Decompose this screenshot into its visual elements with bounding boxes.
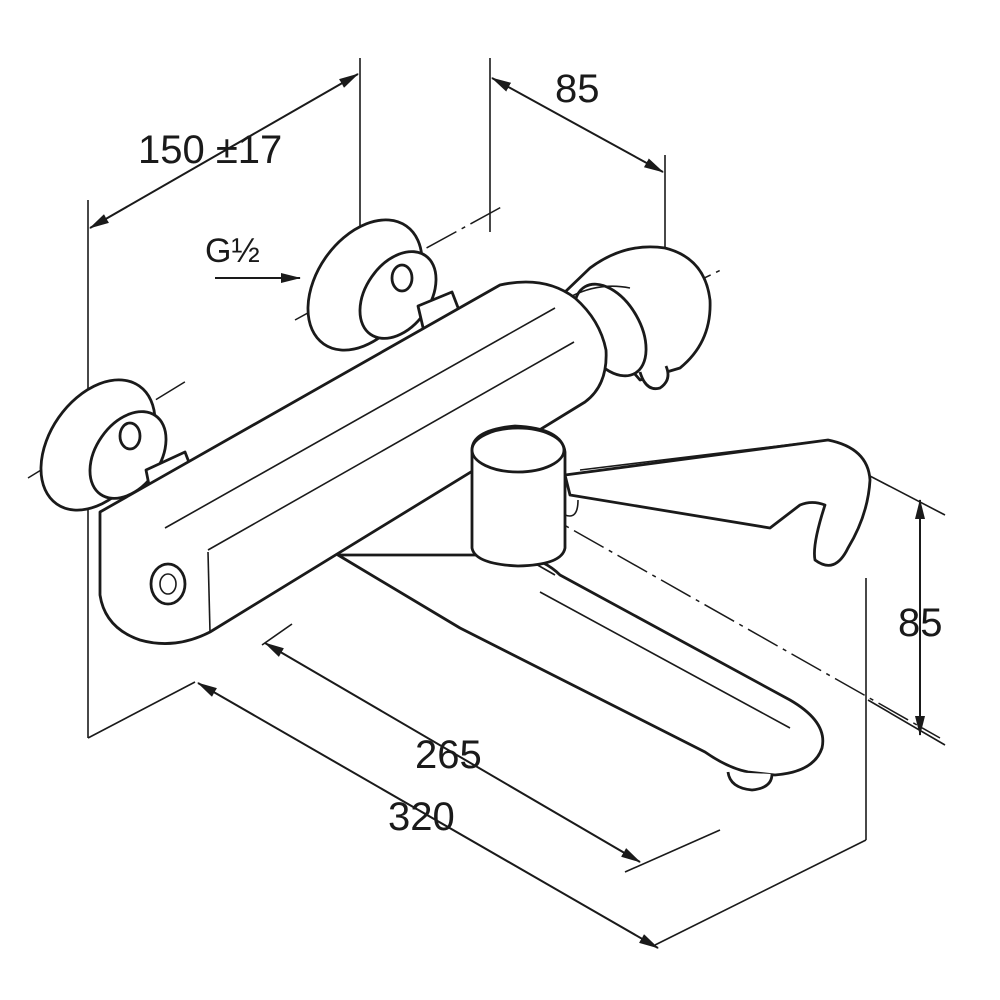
mixer-body	[98, 280, 608, 645]
dim-line-150	[89, 73, 359, 229]
label-inlet-spacing: 150 ±17	[138, 128, 282, 172]
label-knob-offset: 85	[555, 67, 600, 111]
lever-handle	[470, 424, 872, 568]
label-thread: G½	[205, 232, 260, 270]
spout	[336, 553, 825, 792]
dim-line-85-top	[491, 77, 664, 173]
dimension-labels: 150 ±17 85 G½ 85 265 320	[138, 67, 943, 839]
dim-line-320	[197, 682, 659, 949]
right-rosette	[306, 218, 464, 352]
label-spout-reach: 265	[415, 733, 482, 777]
label-height: 85	[898, 601, 943, 645]
mixer-knob	[563, 245, 712, 391]
label-total-length: 320	[388, 795, 455, 839]
dimension-lines	[89, 73, 925, 949]
